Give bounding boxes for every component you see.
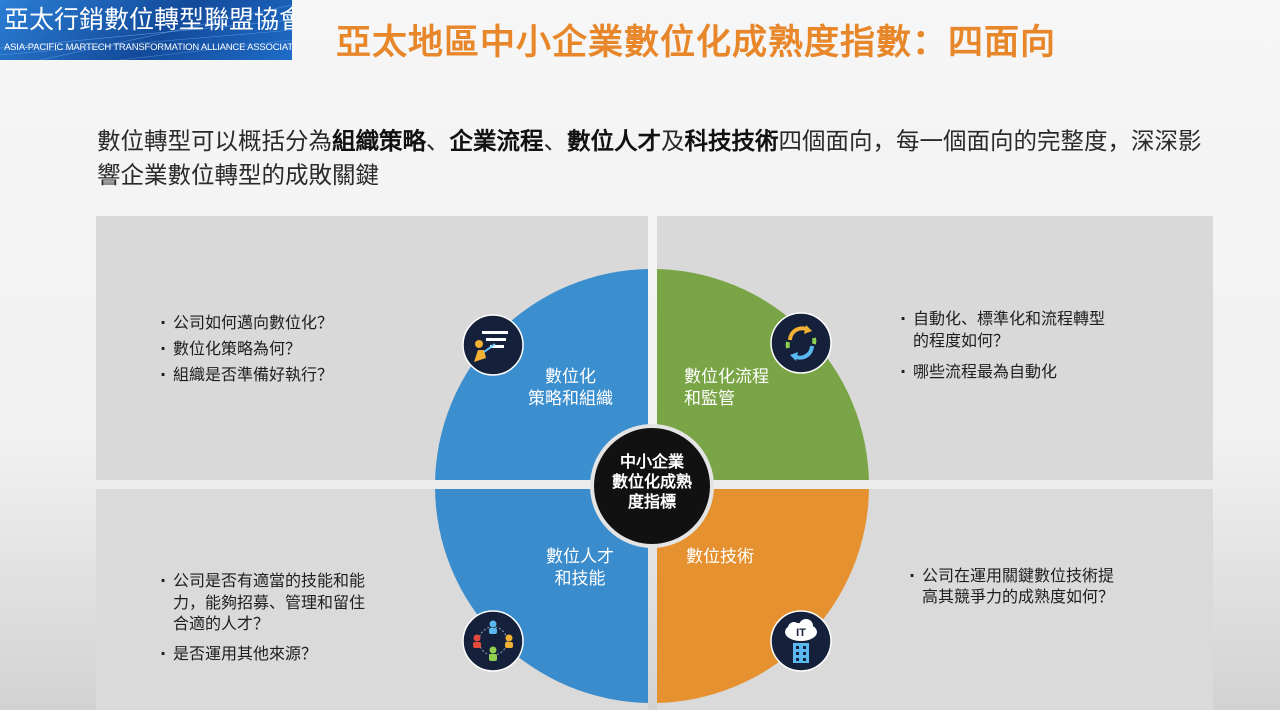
question-item: 公司在運用關鍵數位技術提高其競爭力的成熟度如何？: [909, 565, 1114, 607]
intro-bold-talent: 數位人才: [567, 127, 661, 155]
center-line: 中小企業: [619, 452, 684, 471]
quadrant-label-talent: 數位人才 和技能: [546, 546, 614, 590]
question-item: 自動化、標準化和流程轉型的程度如何？: [900, 308, 1110, 352]
people-network-icon: [462, 610, 524, 672]
it-cloud-icon: IT: [770, 610, 832, 672]
it-icon-text: IT: [796, 627, 806, 639]
quadrant-label-strategy: 數位化 策略和組織: [528, 366, 613, 410]
center-line: 數位化成熟: [611, 472, 692, 491]
question-item: 數位化策略為何？: [160, 336, 333, 362]
intro-paragraph: 數位轉型可以概括分為組織策略、企業流程、數位人才及科技技術四個面向，每一個面向的…: [97, 124, 1207, 192]
intro-bold-strategy: 組織策略: [332, 127, 426, 155]
quadrant-label-process: 數位化流程 和監管: [684, 366, 769, 410]
label-line: 數位化: [545, 367, 596, 387]
question-item: 是否運用其他來源？: [160, 643, 365, 665]
label-line: 和監管: [684, 389, 735, 409]
label-line: 數位化流程: [684, 367, 769, 387]
quadrant-strategy: [435, 269, 648, 480]
cycle-arrows-icon: [770, 312, 832, 374]
questions-strategy: 公司如何邁向數位化？ 數位化策略為何？ 組織是否準備好執行？: [160, 310, 333, 388]
quadrant-process: [657, 269, 869, 480]
question-item: 組織是否準備好執行？: [160, 362, 333, 388]
presentation-icon: [462, 314, 524, 376]
question-item: 公司如何邁向數位化？: [160, 310, 333, 336]
intro-text-1: 數位轉型可以概括分為: [97, 127, 332, 155]
page-title: 亞太地區中小企業數位化成熟度指數：四面向: [336, 23, 1057, 63]
center-circle: [590, 424, 714, 548]
logo-title: 亞太行銷數位轉型聯盟協會: [4, 5, 292, 34]
label-line: 和技能: [554, 569, 606, 589]
association-logo: 亞太行銷數位轉型聯盟協會 ASIA-PACIFIC MARTECH TRANSF…: [0, 0, 292, 60]
label-line: 數位技術: [686, 547, 754, 567]
logo-subtitle: ASIA-PACIFIC MARTECH TRANSFORMATION ALLI…: [4, 42, 292, 53]
intro-sep-3: 及: [661, 127, 685, 155]
question-item: 公司是否有適當的技能和能力，能夠招募、管理和留住合適的人才？: [160, 570, 365, 635]
center-line: 度指標: [627, 492, 676, 511]
questions-talent: 公司是否有適當的技能和能力，能夠招募、管理和留住合適的人才？ 是否運用其他來源？: [160, 570, 365, 672]
intro-sep-2: 、: [543, 127, 568, 155]
questions-technology: 公司在運用關鍵數位技術提高其競爭力的成熟度如何？: [909, 565, 1114, 607]
intro-bold-process: 企業流程: [449, 127, 544, 155]
logo-background-lines: [0, 4, 292, 60]
questions-process: 自動化、標準化和流程轉型的程度如何？ 哪些流程最為自動化: [900, 308, 1110, 392]
quadrant-technology: [657, 489, 869, 703]
label-line: 數位人才: [546, 547, 614, 567]
intro-bold-technology: 科技技術: [684, 127, 779, 155]
label-line: 策略和組織: [528, 389, 613, 409]
intro-sep-1: 、: [426, 127, 450, 155]
maturity-quadrant-diagram: [435, 269, 869, 703]
intro-text-2: 四個面向，每一個面向的完整度，深深影響企業數位轉型的成敗關鍵: [97, 127, 1202, 189]
quadrant-talent: [435, 489, 648, 703]
quadrant-label-technology: 數位技術: [686, 546, 754, 568]
center-label: 中小企業 數位化成熟 度指標: [598, 452, 706, 512]
question-item: 哪些流程最為自動化: [900, 361, 1110, 383]
